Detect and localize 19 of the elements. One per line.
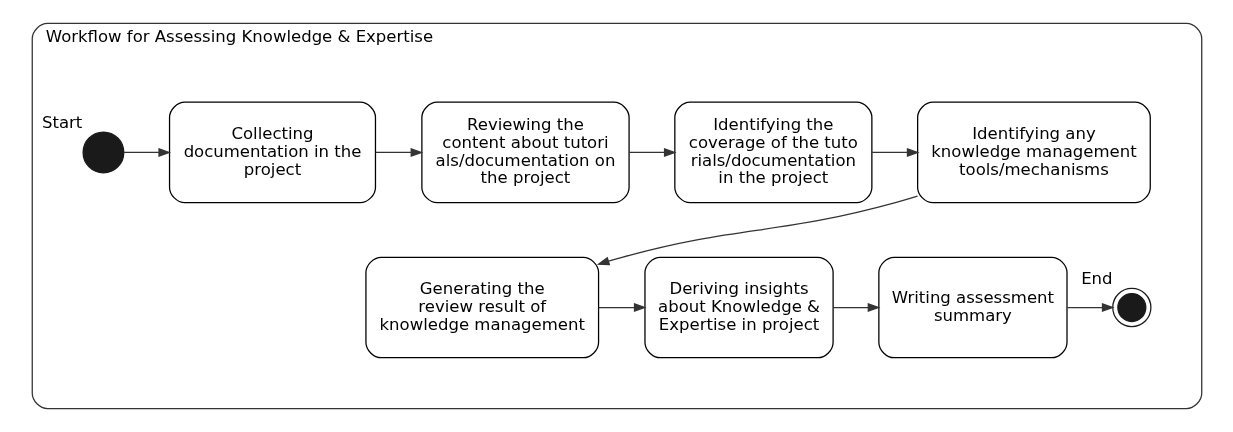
node-label: Start: [41, 112, 82, 132]
arrow: [374, 148, 423, 157]
node-label: End: [1080, 268, 1113, 288]
arrow: [597, 303, 647, 312]
node-box: Deriving insights about Knowledge & Expertise in project: [643, 256, 834, 359]
arrow: [596, 195, 918, 266]
node-circle: [1111, 287, 1152, 328]
node-box: Identifying the coverage of the tutorials/documentation in the project: [673, 101, 872, 204]
arrow: [627, 148, 677, 157]
arrow: [1066, 303, 1115, 312]
node-box: Reviewing the content about tutorials/documentation on the project: [420, 101, 630, 204]
node-box: Writing assessment summary: [877, 256, 1068, 359]
arrow: [832, 303, 880, 312]
node-box: Identifying any knowledge management tools/mechanisms: [916, 101, 1151, 204]
node-box: Generating the review result of knowledge management: [364, 256, 599, 359]
arrow: [870, 148, 920, 157]
node-box: Collecting documentation in the project: [168, 101, 376, 204]
arrow: [122, 148, 171, 157]
node-circle: [81, 131, 124, 174]
